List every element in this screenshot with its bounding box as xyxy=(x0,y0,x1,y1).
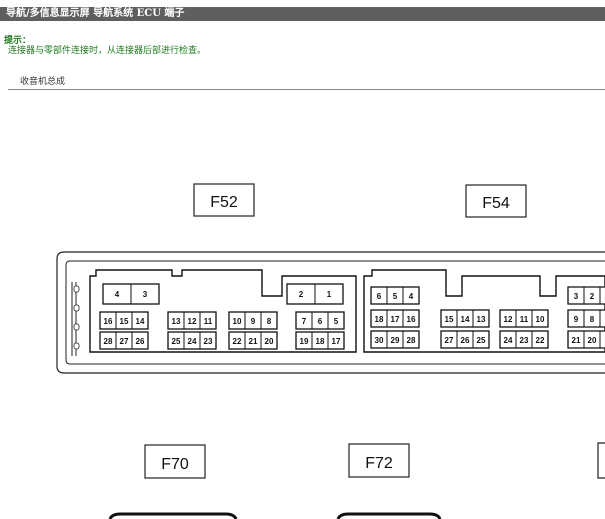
section-divider xyxy=(8,89,605,90)
radio-assembly-housing xyxy=(56,251,605,374)
pin-label: 30 xyxy=(375,336,384,345)
pin-block-c: 10 9 8 22 21 20 xyxy=(228,311,278,350)
pin-label: 21 xyxy=(572,336,581,345)
pin-label: 1 xyxy=(327,290,332,299)
connector-label-f54-text: F54 xyxy=(482,195,510,212)
pin-label: 11 xyxy=(204,317,213,326)
pin-label: 12 xyxy=(504,315,513,324)
pin-label: 14 xyxy=(461,315,470,324)
pin-block-g: 12 11 10 24 23 22 xyxy=(499,309,549,349)
hint-label: 提示： xyxy=(4,36,32,46)
pin-label: 27 xyxy=(445,336,454,345)
pin-label: 3 xyxy=(574,292,579,301)
pin-label: 13 xyxy=(172,317,181,326)
pin-block-e: 6 5 4 18 17 16 30 29 28 xyxy=(370,286,420,349)
pin-block-f: 15 14 13 27 26 25 xyxy=(440,309,490,349)
pin-label: 29 xyxy=(391,336,400,345)
page-title: 导航/多信息显示屏 导航系统 ECU 端子 xyxy=(0,7,605,21)
pin-label: 22 xyxy=(536,336,545,345)
pin-block-h: 3 2 9 8 21 20 xyxy=(567,286,605,349)
pin-label: 16 xyxy=(104,317,113,326)
pin-label: 17 xyxy=(391,315,400,324)
section-title: 收音机总成 xyxy=(20,77,66,87)
pin-label: 4 xyxy=(409,292,414,301)
connector-label-partial xyxy=(597,442,605,479)
pin-label: 24 xyxy=(188,337,197,346)
pin-label: 2 xyxy=(590,292,595,301)
lower-connector-f70-edge xyxy=(108,512,238,519)
pin-label: 8 xyxy=(267,317,272,326)
pin-label: 28 xyxy=(407,336,416,345)
pin-label: 17 xyxy=(332,337,341,346)
pin-label: 6 xyxy=(318,317,323,326)
lower-connector-f72-edge xyxy=(336,512,442,519)
pin-label: 5 xyxy=(334,317,339,326)
pin-label: 3 xyxy=(143,290,148,299)
pin-label: 25 xyxy=(477,336,486,345)
pin-label: 21 xyxy=(249,337,258,346)
connector-label-f72: F72 xyxy=(348,443,410,478)
pin-label: 18 xyxy=(375,315,384,324)
pin-label: 4 xyxy=(115,290,120,299)
pin-label: 12 xyxy=(188,317,197,326)
connector-label-f54: F54 xyxy=(465,184,527,218)
pin-label: 19 xyxy=(300,337,309,346)
pin-label: 6 xyxy=(377,292,382,301)
pin-label: 16 xyxy=(407,315,416,324)
pin-label: 20 xyxy=(588,336,597,345)
pin-label: 7 xyxy=(302,317,307,326)
connector-label-f70-text: F70 xyxy=(161,456,189,473)
pin-label: 28 xyxy=(104,337,113,346)
pin-label: 5 xyxy=(393,292,398,301)
pin-block-b: 13 12 11 25 24 23 xyxy=(167,311,217,350)
pin-label: 2 xyxy=(299,290,304,299)
pin-label: 23 xyxy=(204,337,213,346)
pin-label: 24 xyxy=(504,336,513,345)
pin-label: 25 xyxy=(172,337,181,346)
connector-label-f52: F52 xyxy=(193,183,255,217)
connector-label-f72-text: F72 xyxy=(365,455,393,472)
pin-label: 18 xyxy=(316,337,325,346)
connector-label-f70: F70 xyxy=(144,444,206,479)
pin-label: 8 xyxy=(590,315,595,324)
pin-label: 11 xyxy=(520,315,529,324)
hint-text: 连接器与零部件连接时，从连接器后部进行检查。 xyxy=(8,46,207,56)
pin-label: 10 xyxy=(536,315,545,324)
pin-label: 15 xyxy=(445,315,454,324)
pin-label: 10 xyxy=(233,317,242,326)
pin-label: 15 xyxy=(120,317,129,326)
pin-label: 27 xyxy=(120,337,129,346)
connector-label-f52-text: F52 xyxy=(210,194,238,211)
pin-label: 26 xyxy=(136,337,145,346)
pin-label: 13 xyxy=(477,315,486,324)
pin-block-d: 2 1 7 6 5 19 18 17 xyxy=(286,283,345,350)
pin-label: 26 xyxy=(461,336,470,345)
pin-label: 9 xyxy=(574,315,579,324)
pin-label: 20 xyxy=(265,337,274,346)
pin-label: 22 xyxy=(233,337,242,346)
pin-label: 9 xyxy=(251,317,256,326)
pin-label: 23 xyxy=(520,336,529,345)
pin-label: 14 xyxy=(136,317,145,326)
pin-block-a: 4 3 16 15 14 28 27 26 xyxy=(99,283,160,350)
